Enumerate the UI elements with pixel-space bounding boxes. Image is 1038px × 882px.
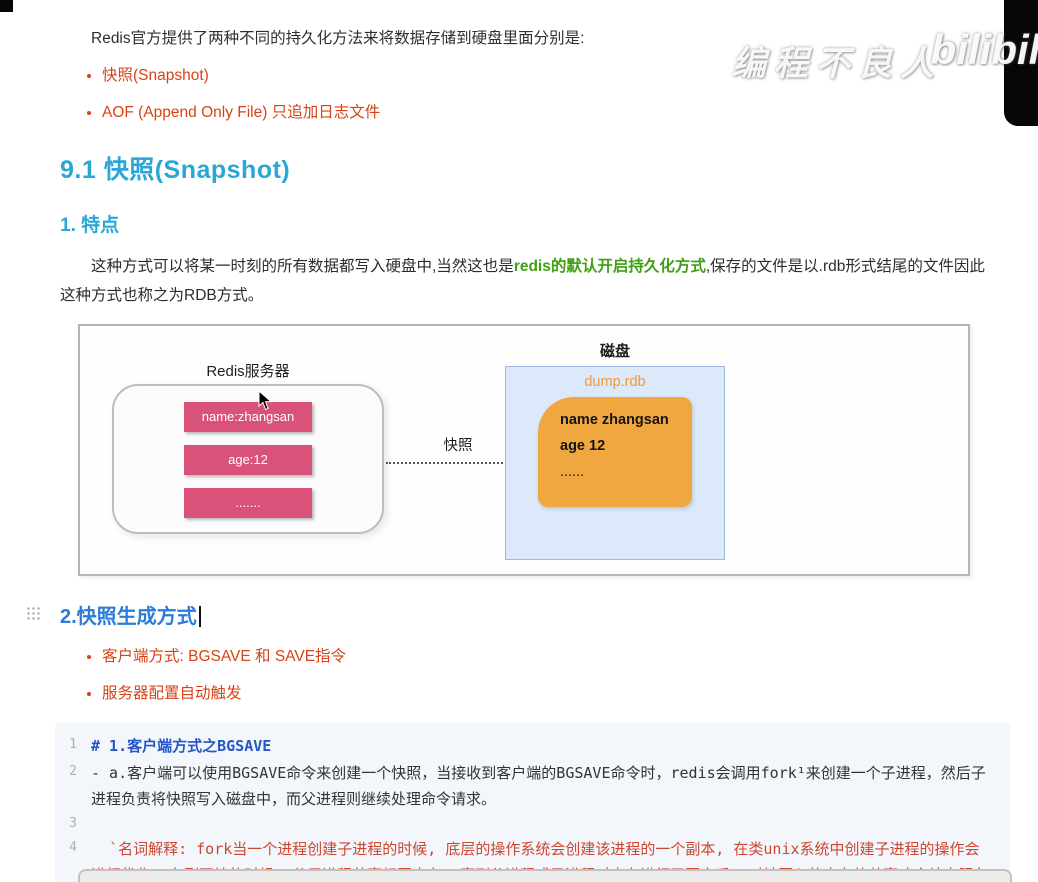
code-text: # 1.客户端方式之BGSAVE	[91, 737, 272, 756]
redis-server-box: name:zhangsan age:12 .......	[112, 384, 384, 535]
section-heading-snapshot[interactable]: 9.1 快照(Snapshot)	[60, 156, 291, 184]
editor-content: Redis官方提供了两种不同的持久化方法来将数据存储到硬盘里面分别是: 快照(S…	[26, 0, 1010, 882]
intro-paragraph[interactable]: Redis官方提供了两种不同的持久化方法来将数据存储到硬盘里面分别是:	[91, 30, 585, 47]
kv-row: .......	[184, 488, 312, 519]
line-number: 2	[69, 763, 77, 779]
feature-paragraph[interactable]: 这种方式可以将某一时刻的所有数据都写入硬盘中,当然这也是redis的默认开启持久…	[60, 253, 992, 310]
rdb-file-row: name zhangsan	[560, 412, 669, 429]
bilibili-logo: bilibili	[930, 26, 1038, 73]
disk-box: dump.rdb name zhangsan age 12 ......	[505, 366, 725, 561]
snapshot-methods-list: 客户端方式: BGSAVE 和 SAVE指令 服务器配置自动触发	[60, 644, 992, 703]
code-line[interactable]: 1 # 1.客户端方式之BGSAVE	[55, 733, 994, 759]
snapshot-arrow-label: 快照	[443, 438, 473, 455]
rdb-file-row: age 12	[560, 438, 606, 455]
video-corner-topright	[1004, 0, 1038, 126]
rdb-diagram: 磁盘 Redis服务器 name:zhangsan age:12 .......…	[78, 324, 970, 577]
subheading-features[interactable]: 1. 特点	[60, 215, 120, 236]
redis-server-label: Redis服务器	[206, 363, 290, 381]
text-caret	[198, 606, 201, 628]
code-line[interactable]: 2 - a.客户端可以使用BGSAVE命令来创建一个快照，当接收到客户端的BGS…	[55, 760, 994, 813]
code-block[interactable]: 1 # 1.客户端方式之BGSAVE 2 - a.客户端可以使用BGSAVE命令…	[55, 723, 1010, 882]
kv-row: age:12	[184, 445, 312, 476]
feature-text-highlight: redis的默认开启持久化方式	[513, 258, 706, 275]
video-corner-topleft	[0, 0, 13, 12]
code-line[interactable]: 3	[55, 812, 994, 836]
mouse-cursor-icon	[258, 390, 273, 416]
block-handle-icon[interactable]	[26, 606, 40, 621]
next-block-preview	[78, 869, 1012, 882]
persistence-methods-list: 快照(Snapshot) AOF (Append Only File) 只追加日…	[60, 63, 992, 122]
code-text: - a.客户端可以使用BGSAVE命令来创建一个快照，当接收到客户端的BGSAV…	[91, 763, 986, 808]
rdb-file-row: ......	[560, 464, 585, 481]
list-item[interactable]: 快照(Snapshot)	[102, 63, 992, 85]
feature-text-before: 这种方式可以将某一时刻的所有数据都写入硬盘中,当然这也是	[91, 258, 514, 275]
watermark-brand: 编程不良人	[732, 45, 942, 83]
feature-text-after: ,保存的文件是以.rdb形式结尾的文件因此这种方式也称之为RDB方式。	[60, 258, 985, 304]
line-number: 1	[69, 737, 77, 753]
section2-heading-row: 2.快照生成方式	[26, 600, 992, 629]
disk-label: 磁盘	[599, 343, 630, 361]
list-item[interactable]: 客户端方式: BGSAVE 和 SAVE指令	[102, 644, 992, 666]
kv-row: name:zhangsan	[184, 402, 312, 433]
dump-rdb-label: dump.rdb	[584, 374, 646, 391]
line-number: 4	[69, 840, 77, 856]
subheading-snapshot-methods[interactable]: 2.快照生成方式	[60, 606, 197, 629]
code-text	[91, 812, 994, 836]
list-item[interactable]: AOF (Append Only File) 只追加日志文件	[102, 100, 992, 122]
rdb-file-shape: name zhangsan age 12 ......	[538, 397, 692, 508]
list-item[interactable]: 服务器配置自动触发	[102, 681, 992, 703]
line-number: 3	[69, 816, 77, 832]
